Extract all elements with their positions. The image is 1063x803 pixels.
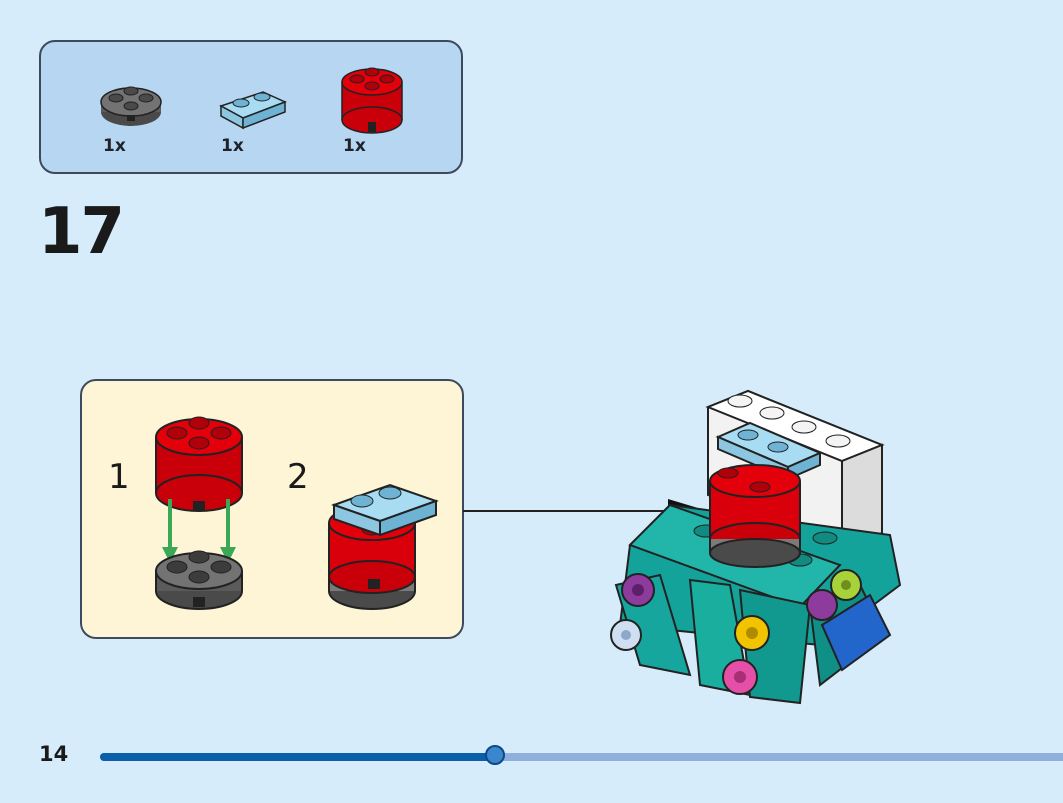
sub-step-number: 2: [287, 457, 309, 497]
progress-bar-knob[interactable]: [485, 745, 505, 765]
dark-gray-round-plate-icon: [99, 80, 165, 130]
step-number: 17: [38, 195, 125, 269]
part-quantity: 1x: [221, 136, 244, 156]
progress-bar-fill: [100, 753, 495, 761]
progress-bar: [100, 745, 1063, 765]
sub-step-number: 1: [108, 457, 130, 497]
part-quantity: 1x: [343, 136, 366, 156]
sub-step-2-illustration: [328, 483, 440, 610]
part-quantity: 1x: [103, 136, 126, 156]
page-number: 14: [39, 742, 69, 766]
light-blue-plate-icon: [217, 84, 289, 130]
main-model-illustration: [610, 389, 902, 705]
sub-step-1-illustration: [155, 416, 243, 610]
parts-callout: 1x 1x 1x: [39, 40, 463, 174]
red-round-brick-icon: [339, 62, 405, 136]
sub-assembly-callout: 1 2: [80, 379, 464, 639]
